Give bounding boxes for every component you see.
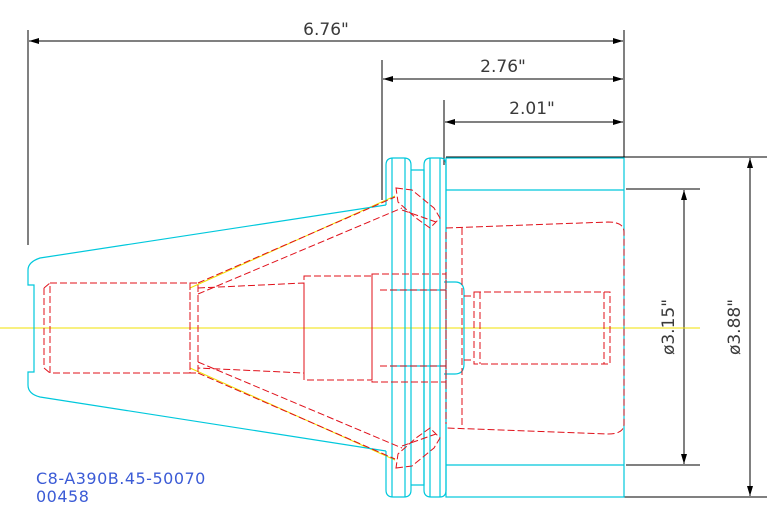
- centerlines: [0, 195, 700, 461]
- overall-length-label: 6.76": [303, 20, 349, 40]
- dimension-lines: [27, 30, 767, 498]
- body-length-label: 2.01": [509, 99, 555, 119]
- part-number-label: 00458: [36, 487, 90, 506]
- outer-diameter-label: ø3.88": [725, 299, 745, 355]
- part-model-label: C8-A390B.45-50070: [36, 469, 206, 488]
- hidden-lines: [43, 187, 625, 469]
- bore-diameter-label: ø3.15": [659, 299, 679, 355]
- flange-to-end-label: 2.76": [480, 57, 526, 77]
